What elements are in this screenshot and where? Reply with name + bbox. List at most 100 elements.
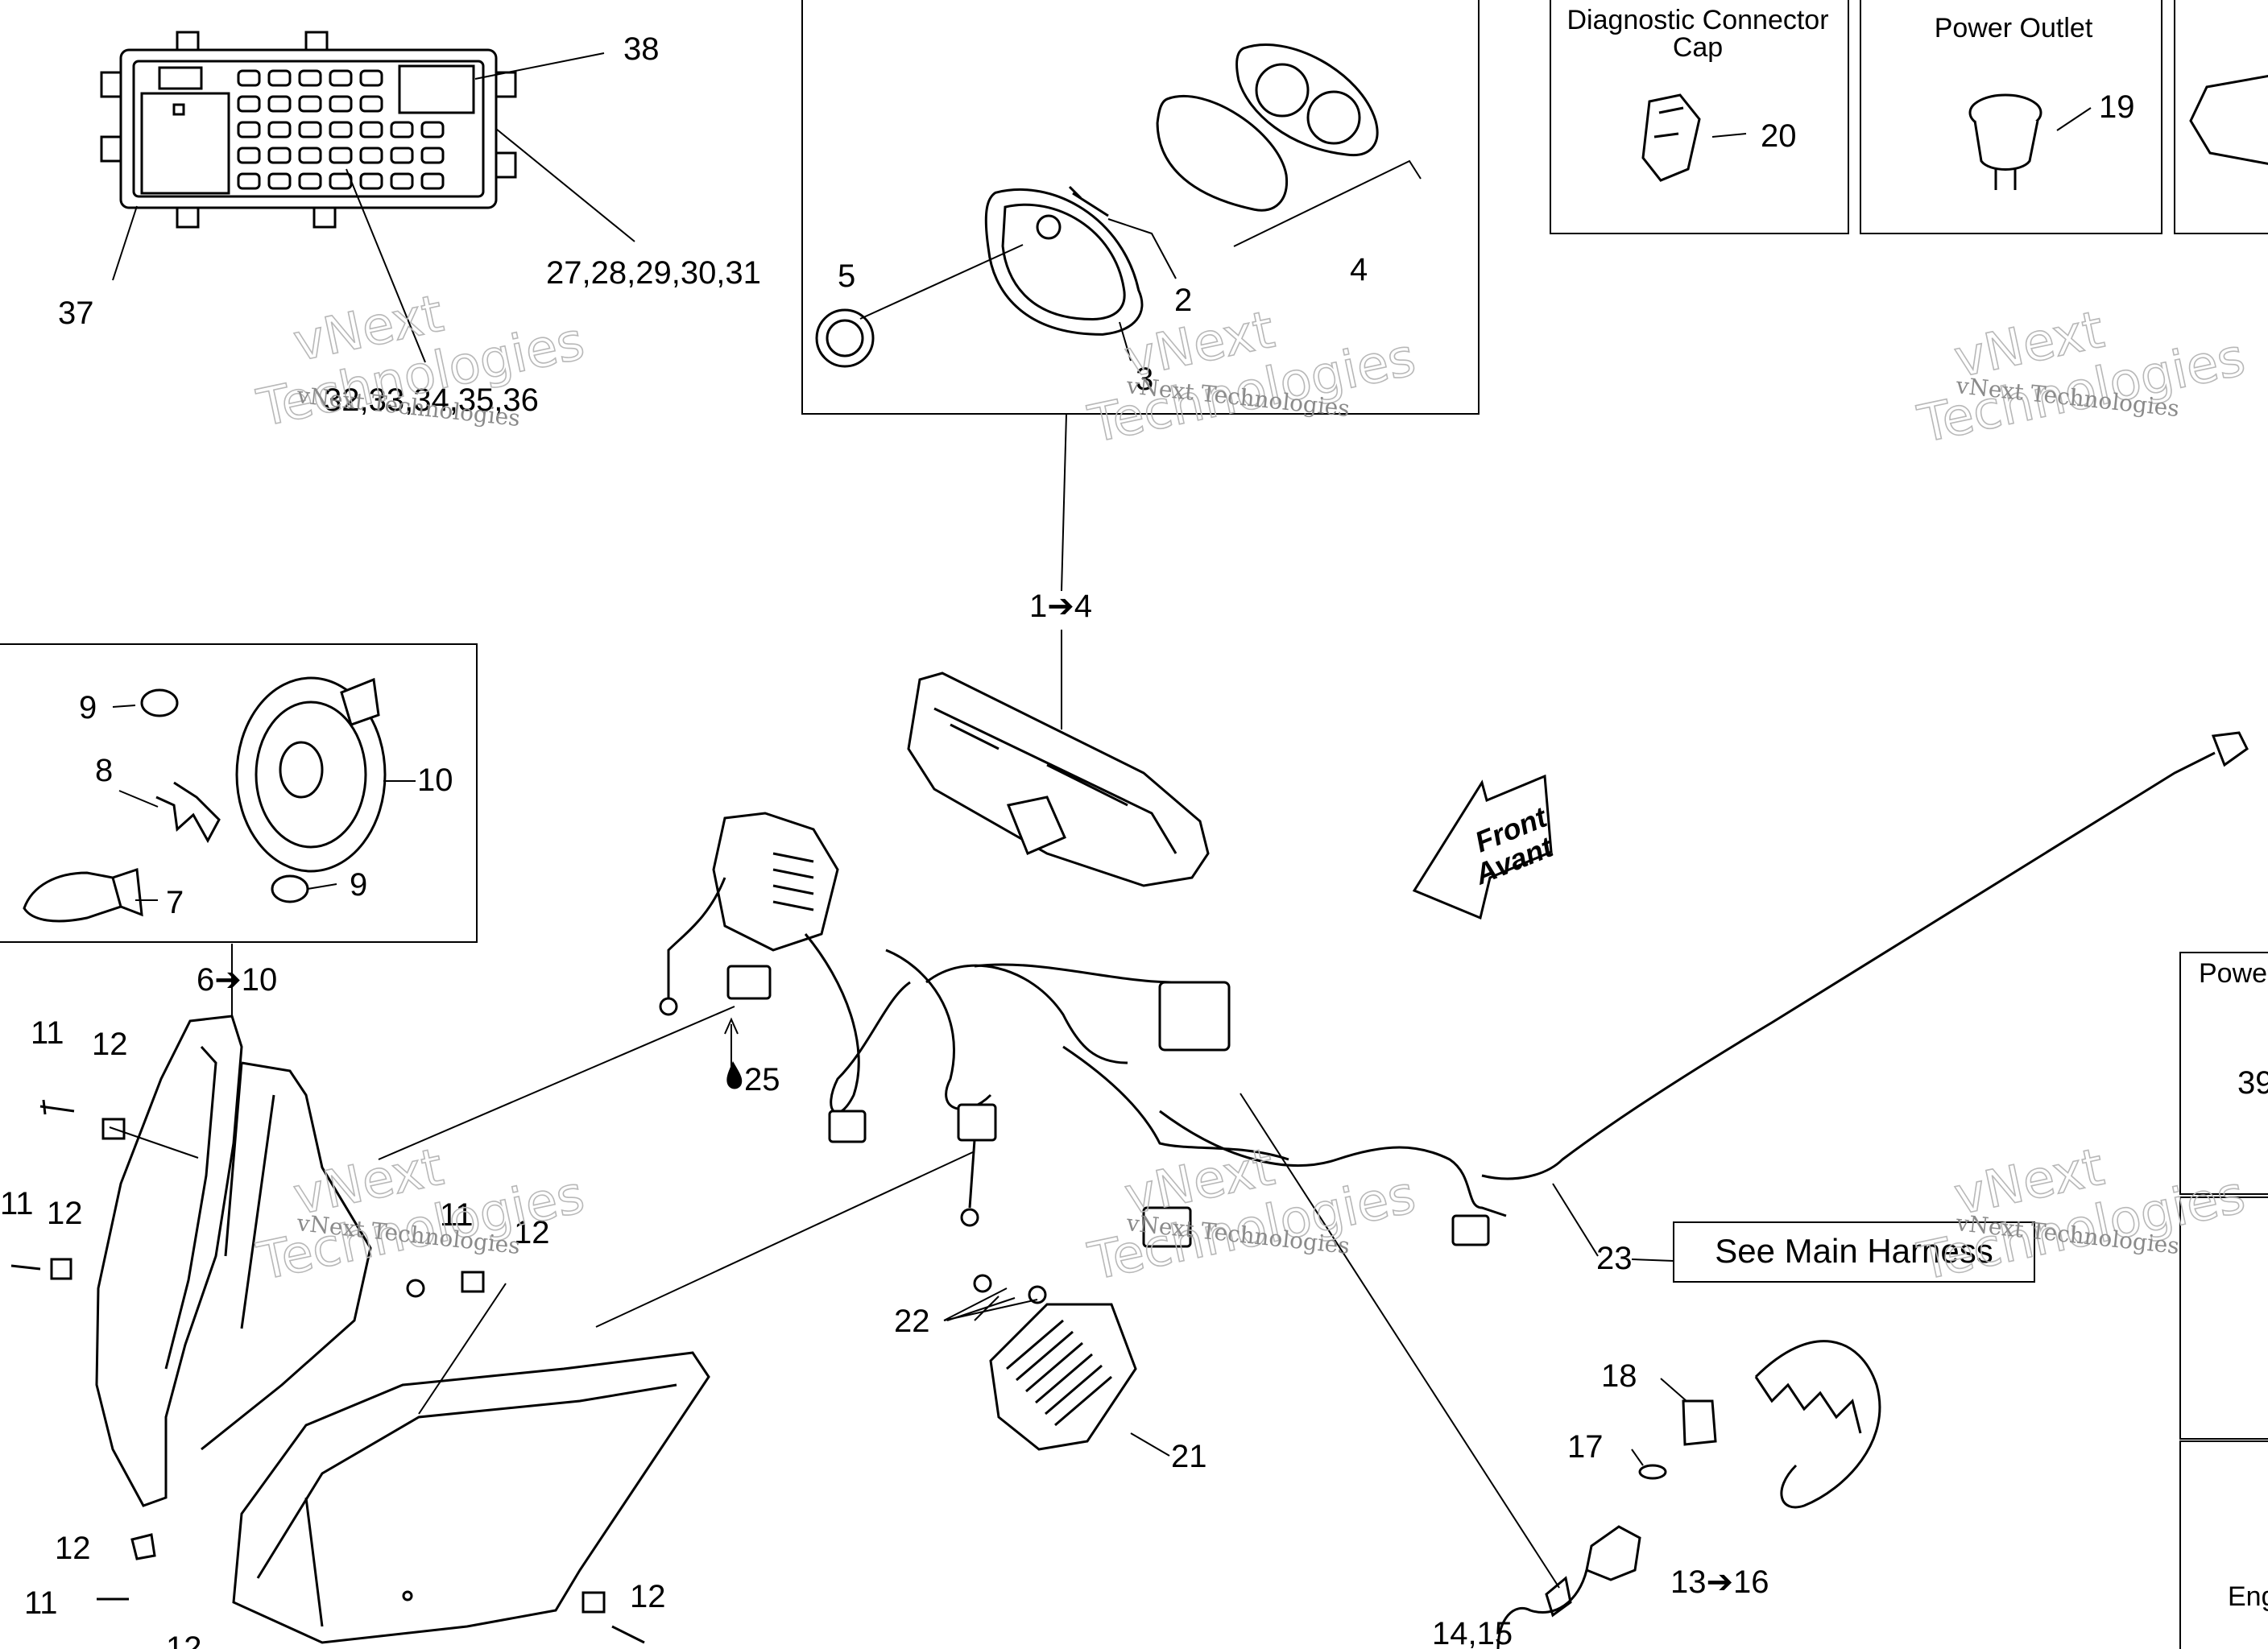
power-box-title: Powe (2199, 958, 2267, 989)
diagnostic-connector-title: Diagnostic Connector (1566, 5, 1828, 35)
label-6-10: 6➔10 (197, 962, 277, 998)
fuse-slot (329, 121, 353, 138)
partial-part-top-right (2189, 74, 2268, 165)
fuse-slot (359, 147, 383, 164)
label-12d: 12 (55, 1531, 91, 1566)
fuse-slot (237, 95, 261, 113)
label-1-4: 1➔4 (1029, 589, 1092, 624)
label-12e: 12 (630, 1579, 666, 1614)
headlight-bulb-parts (23, 676, 387, 923)
label-12b: 12 (47, 1196, 83, 1231)
arrow-25-up (724, 1017, 739, 1071)
label-13-16: 13➔16 (1670, 1564, 1769, 1600)
engine-box-title: Eng (2228, 1581, 2268, 1612)
fuse-slot (329, 95, 353, 113)
label-8: 8 (95, 753, 113, 788)
part-labels: 38 37 27,28,29,30,31 32,33,34,35,36 5 2 … (0, 31, 2268, 1649)
fuse-slot (390, 172, 414, 190)
label-22: 22 (894, 1304, 930, 1339)
fuse-slot (237, 172, 261, 190)
fuse-box (100, 31, 517, 229)
wiring-harness (659, 731, 2249, 1248)
label-7: 7 (166, 885, 184, 920)
voltage-regulator (973, 1274, 1137, 1451)
watermark: vNext Technologies (1912, 300, 2250, 456)
fuse-slot (329, 147, 353, 164)
label-12c: 12 (514, 1215, 550, 1250)
label-25: 25 (744, 1062, 780, 1097)
label-21: 21 (1171, 1439, 1207, 1474)
label-4: 4 (1350, 252, 1368, 287)
diagnostic-connector-cap (1641, 93, 1701, 182)
headlight-assembly-left (95, 1015, 372, 1507)
fuse-slot (359, 172, 383, 190)
diagnostic-connector-title-2: Cap (1673, 32, 1723, 63)
fuse-slot (267, 147, 292, 164)
watermark: vNext Technologies (1082, 1137, 1421, 1293)
power-outlet (1968, 93, 2042, 190)
label-38: 38 (623, 31, 660, 67)
power-outlet-box (1860, 0, 2162, 234)
label-39: 39 (2237, 1065, 2268, 1101)
fuse-slot (237, 121, 261, 138)
watermarks: vNext Technologies vNext Technologies vN… (251, 283, 2250, 1293)
fuse-slot (267, 121, 292, 138)
partial-box-top-right (2174, 0, 2268, 234)
fuse-slot (298, 147, 322, 164)
label-5: 5 (838, 258, 855, 294)
fuse-slot (359, 69, 383, 87)
diagnostic-connector-box (1550, 0, 1849, 234)
power-outlet-title: Power Outlet (1935, 13, 2093, 43)
label-10: 10 (417, 763, 453, 798)
power-box-right (2179, 952, 2268, 1195)
headlight-assembly-right (232, 1351, 710, 1644)
leader-lines (109, 52, 2092, 1589)
label-17: 17 (1567, 1429, 1604, 1465)
label-11b: 11 (0, 1186, 34, 1221)
fuse-slot (329, 69, 353, 87)
cluster-parts (815, 43, 1422, 368)
see-main-harness-box (1673, 1221, 2035, 1283)
fuse-slot (420, 172, 445, 190)
partial-box-right-middle (2179, 1196, 2268, 1440)
fuse-slot (237, 147, 261, 164)
watermark: vNext Technologies (251, 1137, 590, 1293)
fuse-slot (298, 172, 322, 190)
droplet-icon (726, 1061, 743, 1089)
label-11c: 11 (440, 1197, 474, 1233)
label-9a: 9 (79, 690, 97, 725)
fuse-slot (298, 95, 322, 113)
fuse-slot (390, 147, 414, 164)
fuse-slot (390, 121, 414, 138)
fuse-slot (267, 172, 292, 190)
tether-cord (1496, 1340, 1881, 1649)
label-12a: 12 (92, 1027, 128, 1062)
fuse-slot (298, 69, 322, 87)
label-11a: 11 (31, 1015, 64, 1051)
label-11d: 11 (24, 1585, 58, 1621)
front-direction-arrow: Front Avant (1412, 774, 1558, 920)
label-20: 20 (1761, 118, 1797, 154)
label-19: 19 (2099, 89, 2135, 125)
label-3: 3 (1136, 362, 1153, 397)
see-main-harness-label: See Main Harness (1715, 1232, 1993, 1270)
fuse-slot (298, 121, 322, 138)
label-37: 37 (58, 295, 94, 331)
instrument-cluster-box (801, 0, 1480, 415)
fuse-slot (420, 147, 445, 164)
fuse-slot (237, 69, 261, 87)
label-32-36: 32,33,34,35,36 (324, 382, 539, 418)
headlight-bulb-box (0, 643, 478, 943)
fuse-slot (267, 69, 292, 87)
engine-box-right (2179, 1440, 2268, 1649)
fuse-grid (237, 69, 445, 190)
label-23: 23 (1596, 1241, 1633, 1276)
label-14-15: 14,15 (1432, 1616, 1513, 1649)
label-2: 2 (1174, 283, 1192, 318)
fuse-slot (359, 121, 383, 138)
fuse-slot (359, 95, 383, 113)
main-instrument-cluster (907, 672, 1210, 887)
label-12f: 12 (166, 1630, 202, 1649)
watermark: vNext Technologies (1912, 1137, 2250, 1293)
